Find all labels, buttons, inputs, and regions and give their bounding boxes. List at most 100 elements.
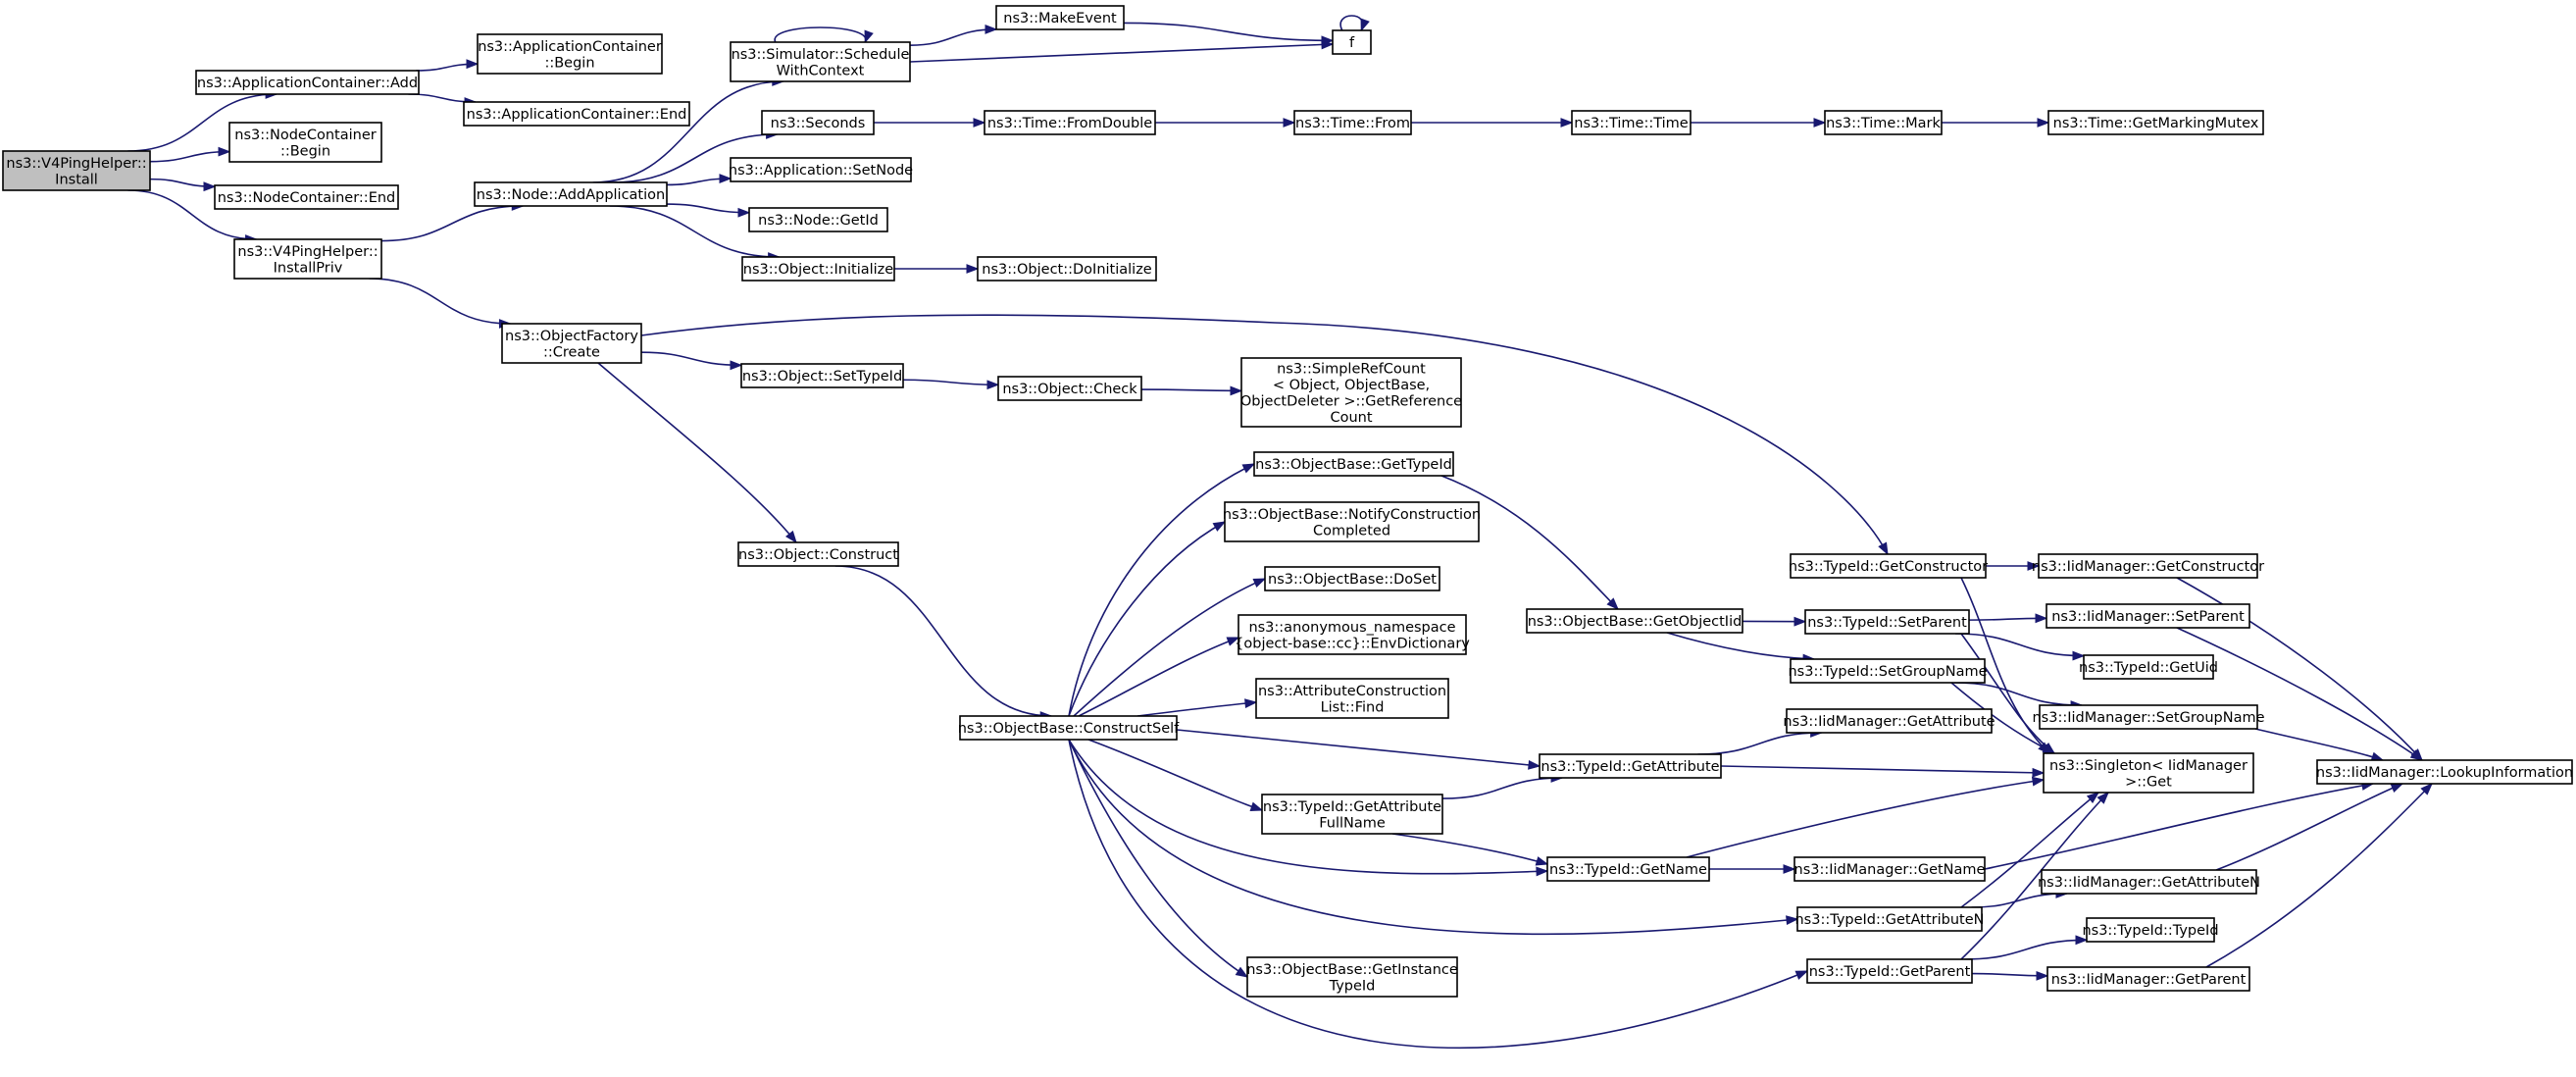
edge-n26-n30	[1078, 637, 1240, 717]
node-n49[interactable]: ns3::IidManager::GetAttributeN	[2038, 869, 2260, 895]
edge-arrowhead	[1212, 521, 1227, 532]
edge-n23-n24	[1140, 385, 1243, 396]
node-n28[interactable]: ns3::ObjectBase::NotifyConstructionCompl…	[1223, 501, 1481, 542]
edge-n34-n38	[1742, 616, 1807, 627]
node-label: ns3::ApplicationContainer::End	[467, 107, 687, 123]
node-n5[interactable]: ns3::ApplicationContainer::Begin	[477, 33, 663, 75]
edge-line	[1666, 632, 1815, 660]
node-n35[interactable]: ns3::TypeId::GetAttribute	[1539, 753, 1722, 779]
edge-arrowhead	[1793, 616, 1807, 627]
edge-line	[1391, 833, 1548, 865]
node-label: ns3::IidManager::GetAttributeN	[2038, 875, 2260, 891]
node-label: ns3::Time::Mark	[1826, 116, 1941, 131]
node-n18[interactable]: ns3::Time::Time	[1571, 110, 1692, 135]
edge-arrowhead	[2037, 118, 2050, 128]
edge-n27-n34	[1440, 475, 1619, 611]
node-n52[interactable]: ns3::IidManager::LookupInformation	[2316, 759, 2573, 785]
node-label: f	[1349, 35, 1355, 51]
node-n3[interactable]: ns3::NodeContainer::End	[214, 184, 399, 210]
node-label: InstallPriv	[274, 260, 343, 276]
node-n11[interactable]: ns3::Application::SetNode	[729, 157, 913, 182]
node-label: ns3::IidManager::SetGroupName	[2032, 710, 2264, 726]
node-n29[interactable]: ns3::ObjectBase::DoSet	[1264, 566, 1440, 591]
node-n39[interactable]: ns3::TypeId::SetGroupName	[1788, 658, 1988, 684]
node-n0[interactable]: ns3::V4PingHelper::Install	[2, 150, 151, 191]
node-box	[2038, 553, 2258, 579]
node-box	[2046, 966, 2250, 992]
node-n36[interactable]: ns3::TypeId::GetName	[1546, 856, 1710, 882]
node-n41[interactable]: ns3::IidManager::GetName	[1793, 856, 1986, 882]
node-label: ns3::Object::Construct	[738, 547, 898, 563]
edge-line	[1123, 22, 1334, 42]
node-n21[interactable]: ns3::Object::DoInitialize	[977, 256, 1157, 282]
node-n22[interactable]: ns3::Object::SetTypeId	[740, 363, 904, 388]
node-box	[1224, 501, 1480, 542]
node-n38[interactable]: ns3::TypeId::SetParent	[1804, 609, 1970, 635]
node-n51[interactable]: ns3::IidManager::GetParent	[2046, 966, 2250, 992]
node-n24[interactable]: ns3::SimpleRefCount< Object, ObjectBase,…	[1240, 357, 1462, 428]
node-n20[interactable]: ns3::Time::GetMarkingMutex	[2047, 110, 2264, 135]
node-label: Install	[55, 172, 98, 187]
node-n12[interactable]: ns3::Node::GetId	[748, 207, 888, 232]
node-n2[interactable]: ns3::NodeContainer::Begin	[228, 122, 382, 163]
node-n1[interactable]: ns3::ApplicationContainer::Add	[195, 70, 420, 95]
node-n48[interactable]: ns3::Singleton< IidManager>::Get	[2043, 752, 2254, 794]
node-n23[interactable]: ns3::Object::Check	[997, 376, 1142, 401]
edge-arrowhead	[973, 118, 986, 128]
node-box	[730, 41, 911, 82]
node-label: ObjectDeleter >::GetReference	[1240, 393, 1462, 409]
node-n43[interactable]: ns3::TypeId::GetParent	[1806, 958, 1973, 984]
node-label: ns3::ApplicationContainer	[478, 39, 662, 55]
node-n15[interactable]: f	[1332, 29, 1372, 55]
node-label: ns3::NodeContainer::End	[218, 190, 396, 206]
node-n37[interactable]: ns3::TypeId::GetConstructor	[1789, 553, 1988, 579]
node-n40[interactable]: ns3::IidManager::GetAttribute	[1783, 708, 1995, 734]
node-n44[interactable]: ns3::IidManager::GetConstructor	[2032, 553, 2264, 579]
node-box	[2316, 759, 2573, 785]
edge-line	[834, 565, 1052, 717]
edge-n37-n44	[1986, 561, 2041, 571]
node-box	[741, 256, 895, 282]
edge-line	[1960, 792, 2109, 960]
node-n17[interactable]: ns3::Time::From	[1293, 110, 1412, 135]
node-box	[1246, 956, 1458, 998]
node-n8[interactable]: ns3::ObjectFactory::Create	[501, 323, 642, 364]
node-label: ns3::ObjectBase::NotifyConstruction	[1223, 507, 1481, 523]
node-n4[interactable]: ns3::V4PingHelper::InstallPriv	[233, 238, 382, 280]
node-n6[interactable]: ns3::ApplicationContainer::End	[463, 101, 690, 127]
edge-arrowhead	[737, 207, 751, 218]
node-n42[interactable]: ns3::TypeId::GetAttributeN	[1794, 906, 1985, 932]
edge-n18-n19	[1691, 118, 1827, 128]
edge-n9-n9	[774, 26, 874, 44]
node-n45[interactable]: ns3::IidManager::SetParent	[2046, 603, 2250, 629]
node-n27[interactable]: ns3::ObjectBase::GetTypeId	[1253, 451, 1454, 477]
node-n46[interactable]: ns3::TypeId::GetUid	[2079, 654, 2218, 680]
node-n7[interactable]: ns3::Node::AddApplication	[474, 181, 668, 207]
edge-n26-n32	[1087, 739, 1264, 811]
node-label: ns3::Object::SetTypeId	[742, 369, 902, 385]
edge-n25-n26	[834, 565, 1053, 721]
node-box	[477, 33, 663, 75]
node-n30[interactable]: ns3::anonymous_namespace{object-base::cc…	[1235, 614, 1470, 655]
node-box	[463, 101, 690, 127]
edge-arrowhead	[203, 181, 217, 192]
node-n26[interactable]: ns3::ObjectBase::ConstructSelf	[958, 715, 1180, 741]
node-n16[interactable]: ns3::Time::FromDouble	[984, 110, 1156, 135]
node-n47[interactable]: ns3::IidManager::SetGroupName	[2032, 704, 2265, 730]
node-n50[interactable]: ns3::TypeId::TypeId	[2082, 917, 2219, 943]
edge-arrowhead	[1794, 970, 1809, 980]
node-n14[interactable]: ns3::MakeEvent	[995, 5, 1125, 30]
node-box	[1261, 794, 1443, 835]
node-n25[interactable]: ns3::Object::Construct	[737, 541, 899, 567]
node-n13[interactable]: ns3::Object::Initialize	[741, 256, 895, 282]
node-box	[228, 122, 382, 163]
node-box	[2047, 110, 2264, 135]
node-n19[interactable]: ns3::Time::Mark	[1824, 110, 1943, 135]
node-n10[interactable]: ns3::Seconds	[761, 110, 875, 135]
node-label: ns3::ObjectBase::GetInstance	[1246, 962, 1458, 978]
node-n34[interactable]: ns3::ObjectBase::GetObjectIid	[1526, 608, 1743, 634]
